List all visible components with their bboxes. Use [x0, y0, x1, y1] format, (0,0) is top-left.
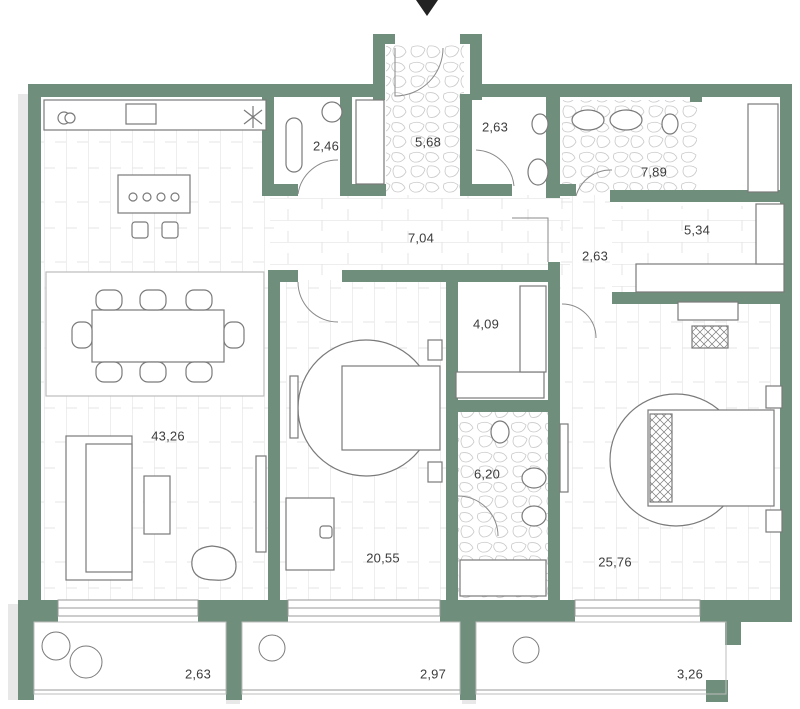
area-kitchen-living: 43,26	[151, 428, 185, 444]
area-balcony-right: 3,26	[676, 666, 704, 682]
area-hall: 7,04	[407, 230, 435, 246]
area-closet: 4,09	[472, 316, 500, 332]
area-bedroom-right: 25,76	[598, 554, 632, 570]
area-wardrobe-right: 5,34	[683, 222, 711, 238]
area-vestibule: 5,68	[414, 134, 442, 150]
area-balcony-left: 2,63	[184, 666, 212, 682]
area-bathroom-main: 7,89	[640, 164, 668, 180]
area-toilet: 2,46	[312, 138, 340, 154]
area-corridor: 2,63	[581, 248, 609, 264]
area-bedroom-middle: 20,55	[366, 550, 400, 566]
area-balcony-middle: 2,97	[419, 666, 447, 682]
balconies	[33, 621, 727, 695]
entrance-arrow-icon	[416, 0, 438, 16]
plant-icons	[41, 631, 540, 679]
furniture	[43, 99, 785, 597]
windows	[57, 599, 701, 617]
door-swings	[297, 47, 613, 537]
area-bathroom-small: 6,20	[473, 466, 501, 482]
area-wc: 2,63	[481, 119, 509, 135]
walls	[18, 34, 792, 702]
